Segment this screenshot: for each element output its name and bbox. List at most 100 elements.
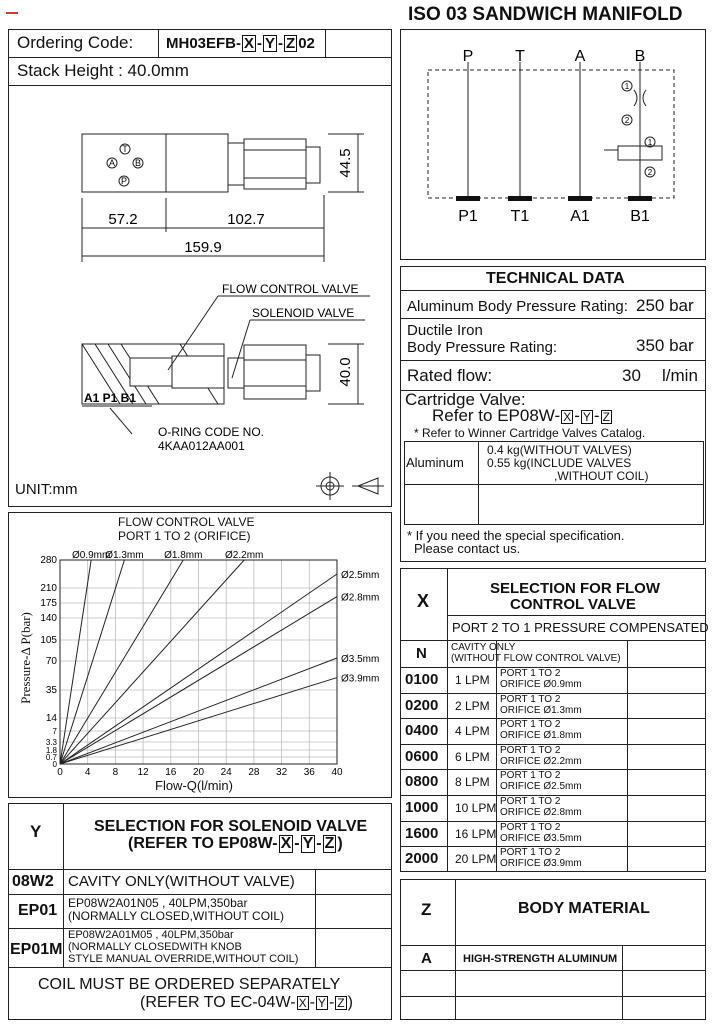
series-line: [59, 559, 92, 765]
series-line: [59, 596, 338, 765]
flow-label: Rated flow:: [407, 366, 493, 385]
y-tick-label: 0: [53, 760, 58, 769]
flow-row-code: 1600: [405, 825, 439, 842]
sol-desc-1a: EP08W2A01N05 , 40LPM,350bar: [68, 896, 248, 910]
series-label: Ø1.8mm: [164, 550, 202, 561]
oring-title: O-RING CODE NO.: [158, 425, 264, 439]
x-tick-label: 24: [221, 767, 233, 778]
ordering-label: Ordering Code:: [17, 33, 134, 52]
chart-xlabel: Flow-Q(l/min): [155, 778, 233, 793]
svg-text:2: 2: [625, 116, 630, 125]
flow-row-code: 2000: [405, 850, 439, 867]
x-label: X: [417, 591, 430, 611]
drawing-panel: [8, 29, 392, 507]
series-line: [59, 677, 338, 765]
x-tick-label: 4: [85, 767, 91, 778]
y-tick-label: 7: [53, 727, 58, 736]
series-label: Ø2.8mm: [341, 593, 379, 604]
plot-frame: [59, 559, 338, 765]
flowsel-port-header: PORT 2 TO 1 PRESSURE COMPENSATED: [452, 620, 709, 635]
cartridge-ref: Refer to EP08W-X-Y-Z: [432, 406, 612, 425]
material-code: A: [421, 950, 432, 967]
flowsel-n-code: N: [416, 645, 427, 662]
cartridge-label: Cartridge Valve:: [405, 390, 526, 409]
flow-row-orifice: ORIFICE Ø3.9mm: [500, 858, 582, 869]
weight-2: 0.55 kg(INCLUDE VALVES: [487, 456, 632, 470]
chart-title: FLOW CONTROL VALVE: [118, 515, 255, 529]
flow-row-lpm: 10 LPM: [455, 801, 497, 815]
solenoid-title-2: (REFER TO EP08W-X-Y-Z): [128, 835, 343, 853]
flow-row-port: PORT 1 TO 2: [500, 822, 561, 833]
oring-code: 4KAA012AA001: [158, 439, 245, 453]
series-line: [59, 559, 125, 765]
flowsel-title-1: SELECTION FOR FLOW: [490, 580, 660, 597]
y-tick-label: 140: [40, 613, 57, 624]
x-tick-label: 36: [304, 767, 316, 778]
sol-code-1: EP01: [18, 902, 58, 919]
flow-row-code: 1000: [405, 799, 439, 816]
series-label: Ø2.2mm: [225, 550, 263, 561]
schem-port: P: [463, 48, 474, 65]
flow-row-port: PORT 1 TO 2: [500, 796, 561, 807]
chart-subtitle: PORT 1 TO 2 (ORIFICE): [118, 529, 251, 543]
flow-row-port: PORT 1 TO 2: [500, 668, 561, 679]
schem-port: P1: [458, 208, 478, 225]
flow-row-port: PORT 1 TO 2: [500, 847, 561, 858]
material-panel: [400, 879, 706, 1020]
flow-row-lpm: 4 LPM: [455, 724, 490, 738]
y-tick-label: 210: [40, 583, 57, 594]
sol-desc-2c: STYLE MANUAL OVERRIDE,WITHOUT COIL): [68, 953, 299, 965]
port-letter: A: [109, 158, 115, 168]
di-label-1: Ductile Iron: [407, 322, 483, 339]
flow-row-code: 0600: [405, 748, 439, 765]
flow-row-lpm: 1 LPM: [455, 673, 490, 687]
technical-title: TECHNICAL DATA: [486, 270, 625, 287]
sol-desc-0: CAVITY ONLY(WITHOUT VALVE): [68, 873, 295, 890]
schem-port: A: [575, 48, 586, 65]
flow-row-port: PORT 1 TO 2: [500, 745, 561, 756]
flowsel-n-desc-2: (WITHOUT FLOW CONTROL VALVE): [451, 653, 621, 664]
special-note-2: Please contact us.: [414, 541, 521, 556]
solenoid-panel: [8, 803, 392, 1020]
schem-port: B1: [630, 208, 650, 225]
section-ports: A1 P1 B1: [84, 391, 136, 405]
flow-row-lpm: 16 LPM: [455, 827, 497, 841]
x-tick-label: 8: [113, 767, 119, 778]
page-title: ISO 03 SANDWICH MANIFOLD: [408, 4, 683, 25]
flowsel-title-2: CONTROL VALVE: [510, 596, 636, 613]
dim-b: 102.7: [227, 211, 265, 228]
flow-valve-label: FLOW CONTROL VALVE: [222, 282, 358, 296]
schem-port: T: [515, 48, 525, 65]
series-line: [59, 559, 245, 765]
z-label: Z: [421, 900, 432, 919]
flow-selection-panel: [400, 568, 706, 872]
series-label: Ø3.5mm: [341, 654, 379, 665]
schem-port: A1: [570, 208, 590, 225]
weight-material: Aluminum: [406, 455, 464, 470]
y-tick-label: 105: [40, 635, 57, 646]
y-tick-label: 1.8: [46, 746, 58, 755]
flow-row-port: PORT 1 TO 2: [500, 694, 561, 705]
series-line: [59, 657, 338, 765]
brand-mark: [6, 12, 18, 14]
flow-row-port: PORT 1 TO 2: [500, 719, 561, 730]
technical-panel: [400, 266, 706, 562]
port-letter: P: [121, 176, 127, 186]
y-tick-label: 70: [46, 656, 58, 667]
flow-row-lpm: 20 LPM: [455, 852, 497, 866]
dim-a: 57.2: [108, 211, 137, 228]
x-tick-label: 40: [331, 767, 343, 778]
svg-text:1: 1: [648, 138, 653, 147]
sol-desc-2a: EP08W2A01M05 , 40LPM,350bar: [68, 929, 234, 941]
weight-table: [404, 441, 704, 525]
projection-symbol-icon: [316, 472, 384, 500]
flow-row-orifice: ORIFICE Ø0.9mm: [500, 679, 582, 690]
flow-row-lpm: 6 LPM: [455, 750, 490, 764]
special-note-1: * If you need the special specification.: [407, 528, 625, 543]
flow-row-orifice: ORIFICE Ø2.2mm: [500, 756, 582, 767]
flow-row-orifice: ORIFICE Ø3.5mm: [500, 833, 582, 844]
series-line: [59, 559, 184, 765]
port-letter: B: [135, 158, 141, 168]
